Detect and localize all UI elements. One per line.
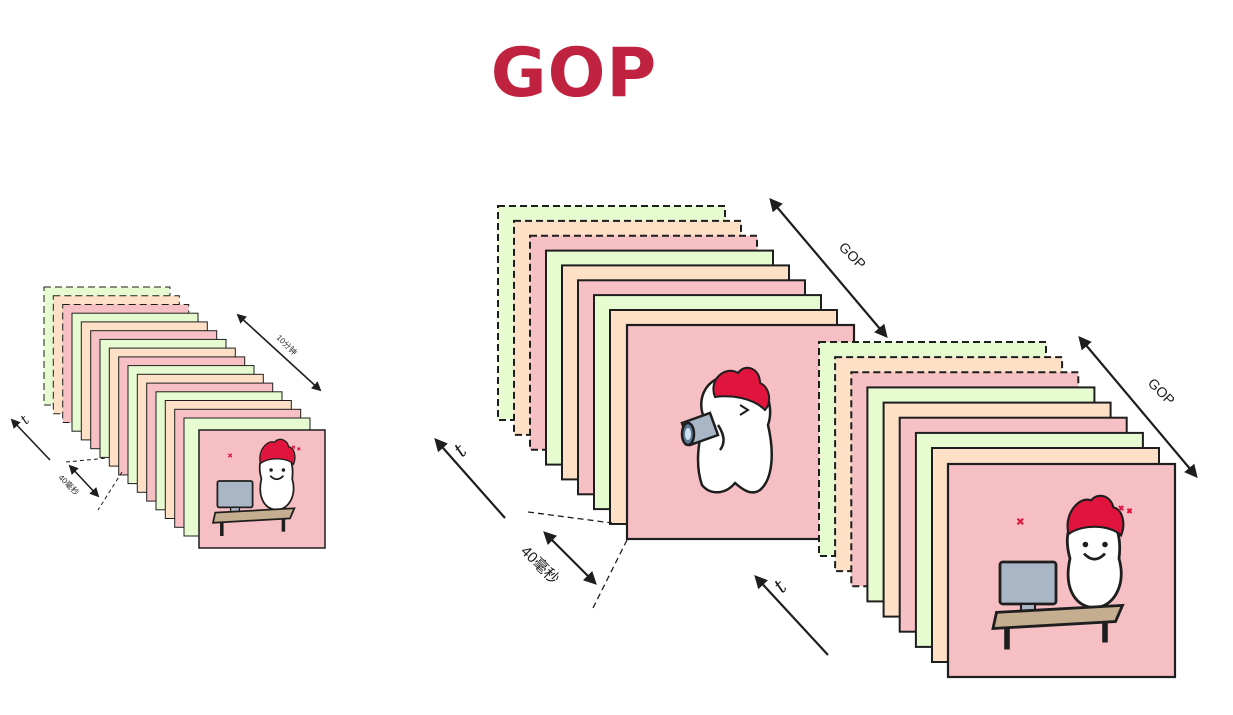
small-main-frame [198,429,326,549]
small-time-arrow [10,418,51,461]
gop-group-1-interval-label: 40毫秒 [517,542,563,588]
gop-group-1-extent-arrow [769,197,888,339]
mascot-telescope-icon [680,366,773,494]
mascot-computer-icon [211,438,301,536]
gop-group-1-gop-label: GOP [836,239,869,272]
gop-group-1-interval-arrow [527,511,628,609]
gop-group-1-time-arrow [434,438,506,519]
small-interval-label: 40毫秒 [57,472,82,497]
gop-group-2-extent-arrow [1078,335,1198,479]
small-duration-arrow [236,313,322,392]
gop-group-1-main-frame [625,323,856,541]
mascot-computer-icon [991,494,1133,650]
small-duration-label: 10分钟 [275,332,300,357]
small-interval-arrow [65,457,123,511]
small-time-label: t [18,412,34,428]
page-title: GOP [490,34,658,113]
gop-group-2-time-arrow [754,575,829,656]
gop-group-2-gop-label: GOP [1145,375,1178,408]
gop-group-2-main-frame [946,462,1177,679]
